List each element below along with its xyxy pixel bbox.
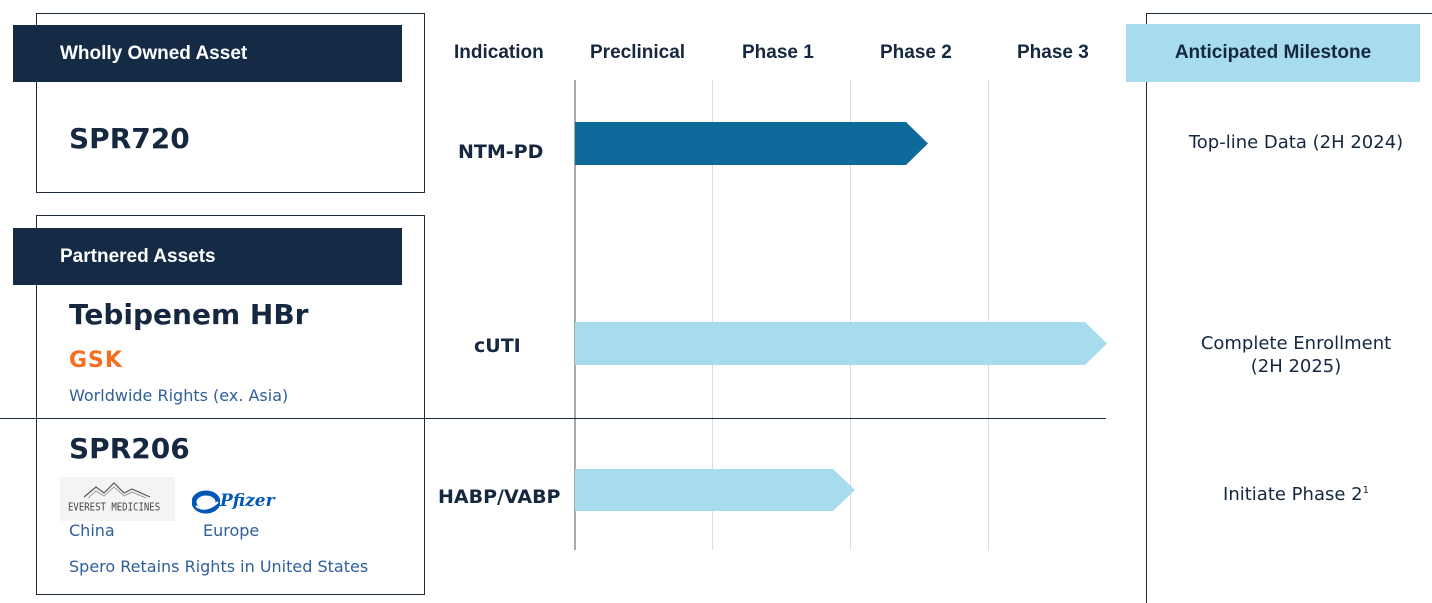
grid-line-phase2: [850, 80, 851, 550]
partnered-banner: Partnered Assets: [13, 228, 402, 285]
asset-name-spr720: SPR720: [69, 122, 190, 155]
phase-header-phase2: Phase 2: [880, 42, 952, 63]
rights-tebipenem: Worldwide Rights (ex. Asia): [69, 386, 289, 405]
pfizer-logo: Pfizer: [192, 489, 282, 517]
indication-habp-vabp: HABP/VABP: [438, 486, 561, 508]
everest-medicines-logo: EVEREST MEDICINES: [60, 477, 175, 521]
indication-ntm-pd: NTM-PD: [458, 141, 544, 163]
wholly-owned-label: Wholly Owned Asset: [60, 42, 248, 64]
grid-line-preclinical: [574, 80, 576, 550]
pfizer-swirl-icon: [192, 490, 220, 514]
pfizer-logo-text: Pfizer: [220, 491, 275, 511]
partner-region-china: China: [69, 521, 115, 540]
progress-bar-spr720: [575, 122, 928, 165]
everest-logo-text: EVEREST MEDICINES: [68, 502, 161, 514]
asset-name-tebipenem: Tebipenem HBr: [69, 298, 309, 331]
milestone-tebipenem: Complete Enrollment (2H 2025): [1146, 332, 1432, 378]
row-divider: [0, 418, 1106, 419]
gsk-logo-text: GSK: [69, 348, 123, 373]
phase-header-preclinical: Preclinical: [590, 42, 686, 63]
milestone-frame: [1146, 13, 1432, 603]
milestone-spr206: Initiate Phase 21: [1146, 479, 1432, 506]
indication-cuti: cUTI: [474, 335, 521, 357]
milestone-header-label: Anticipated Milestone: [1174, 42, 1372, 63]
milestone-spr206-text: Initiate Phase 2: [1223, 484, 1363, 505]
milestone-spr720: Top-line Data (2H 2024): [1188, 132, 1404, 153]
wholly-owned-banner: Wholly Owned Asset: [13, 25, 402, 82]
wholly-owned-frame: [36, 13, 425, 193]
grid-line-phase3: [988, 80, 989, 550]
progress-bar-tebipenem: [575, 322, 1107, 365]
mountain-icon: [83, 482, 151, 499]
progress-bar-spr206: [575, 469, 855, 511]
milestone-tebipenem-line1: Complete Enrollment: [1200, 333, 1392, 354]
phase-header-phase1: Phase 1: [742, 42, 814, 63]
grid-line-phase1: [712, 80, 713, 550]
phase-header-phase3: Phase 3: [1017, 42, 1089, 63]
partnered-label: Partnered Assets: [60, 245, 216, 267]
milestone-tebipenem-line2: (2H 2025): [1250, 356, 1342, 377]
partner-region-europe: Europe: [203, 521, 260, 540]
milestone-footnote: 1: [1362, 485, 1369, 496]
milestone-header: Anticipated Milestone: [1126, 24, 1420, 82]
indication-header: Indication: [454, 42, 544, 63]
pipeline-bars: [575, 122, 1107, 511]
gsk-logo: GSK: [69, 348, 123, 373]
asset-name-spr206: SPR206: [69, 432, 190, 465]
rights-spr206: Spero Retains Rights in United States: [69, 557, 369, 576]
